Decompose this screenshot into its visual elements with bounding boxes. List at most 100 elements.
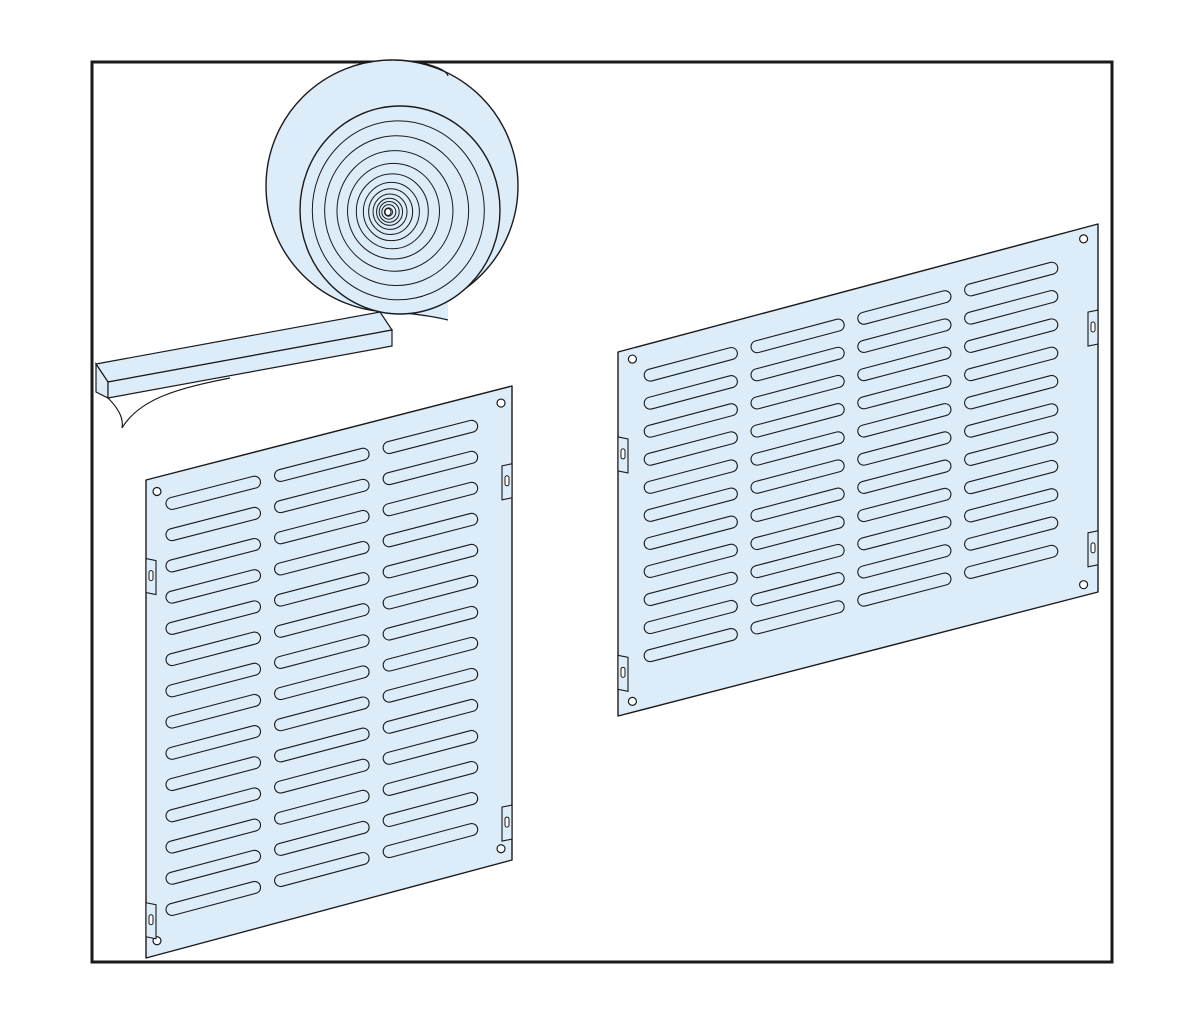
louver-slot [382, 760, 479, 796]
louver-slot [750, 487, 845, 522]
louver-slot [964, 431, 1059, 466]
louver-slot [643, 403, 738, 438]
louver-slot [857, 459, 952, 494]
louver-slot [382, 512, 479, 548]
louver-slot [857, 318, 952, 353]
louver-slot [643, 346, 738, 382]
louver-slot [165, 662, 262, 698]
vent-panel-icon [617, 223, 1099, 717]
louver-slot [857, 346, 952, 382]
roll-wrap-ring [336, 150, 454, 272]
bracket-slot [504, 816, 510, 828]
screw-hole [496, 844, 506, 854]
louver-slot [643, 431, 738, 466]
louver-slot [274, 665, 370, 701]
louver-slot [165, 475, 261, 510]
louver-slot [643, 459, 738, 494]
louver-slot [274, 572, 370, 607]
screw-hole [496, 398, 506, 408]
louver-slot [857, 516, 952, 551]
roll-core [384, 208, 392, 216]
screw-hole [1078, 580, 1089, 590]
louver-slot [382, 450, 479, 486]
louver-slot [750, 600, 845, 635]
louver-slot [274, 696, 370, 732]
louver-slot [165, 537, 262, 573]
louver-slot [750, 572, 845, 607]
roll-wrap-ring [347, 162, 441, 260]
louver-slot [643, 515, 738, 550]
louver-slot [165, 600, 262, 635]
louver-slot [964, 290, 1059, 325]
louver-slot [964, 544, 1059, 579]
louver-slot [643, 375, 738, 410]
vent-panel-icon [145, 385, 513, 959]
louver-slot [274, 540, 370, 576]
louver-slot [964, 346, 1059, 382]
roll-wrap-ring [372, 193, 408, 230]
roll-wrap-ring [378, 200, 400, 223]
roll-wrap-ring [355, 173, 429, 250]
louver-slot [750, 515, 845, 551]
roll-front-face [299, 105, 501, 315]
louver-slot [165, 569, 262, 604]
louver-slot [274, 603, 370, 638]
louver-slot [964, 403, 1059, 438]
louver-slot [964, 261, 1059, 297]
louver-slot [165, 787, 262, 823]
screw-hole [627, 696, 638, 706]
screw-hole [1078, 234, 1089, 244]
louver-slot [643, 543, 738, 578]
roll-wrap-ring [383, 207, 393, 217]
louver-slot [964, 488, 1059, 523]
tape-roll-icon [265, 59, 519, 321]
louver-slot [643, 627, 738, 663]
louver-slot [382, 698, 479, 734]
louver-slot [382, 481, 479, 517]
illustration-frame [90, 60, 1114, 964]
louver-slot [382, 543, 479, 579]
louvered-panel-four-columns [617, 223, 1099, 717]
screw-hole [152, 486, 162, 497]
bracket-slot [148, 914, 154, 926]
louver-slot [165, 725, 262, 760]
louver-slot [857, 431, 952, 466]
louver-slot [274, 820, 370, 856]
louver-slot [274, 727, 370, 763]
louver-slot [857, 290, 952, 325]
screw-hole [627, 354, 638, 364]
louver-slot [964, 516, 1059, 551]
foam-seal-roll [94, 59, 519, 429]
louver-slot [857, 544, 952, 579]
bracket-slot [620, 666, 626, 678]
roll-wrap-ring [368, 188, 414, 236]
louver-slot [165, 506, 261, 542]
louver-slot [165, 880, 262, 917]
roll-band-top [391, 59, 449, 77]
louver-slot [750, 459, 845, 494]
louver-slot [382, 729, 479, 765]
louver-slot [165, 849, 262, 885]
louver-slot [165, 756, 262, 792]
roll-wrap-ring [381, 204, 397, 220]
bracket-slot [620, 448, 626, 460]
tape-strip [94, 311, 394, 429]
louver-slot [382, 419, 479, 455]
louver-slot [274, 789, 370, 825]
louver-slot [643, 487, 738, 522]
louver-slot [274, 447, 370, 482]
louver-slot [274, 509, 370, 545]
louver-slot [274, 851, 370, 888]
louver-slot [382, 667, 479, 703]
louver-slot [750, 318, 845, 354]
louver-slot [274, 758, 370, 794]
roll-wrap-ring [324, 135, 470, 287]
louvered-panel-three-columns [145, 385, 513, 959]
louver-slot [382, 823, 479, 859]
louver-slot [274, 634, 370, 669]
roll-wrap-ring [376, 197, 404, 226]
louver-slot [643, 571, 738, 607]
louver-slot [750, 431, 845, 466]
